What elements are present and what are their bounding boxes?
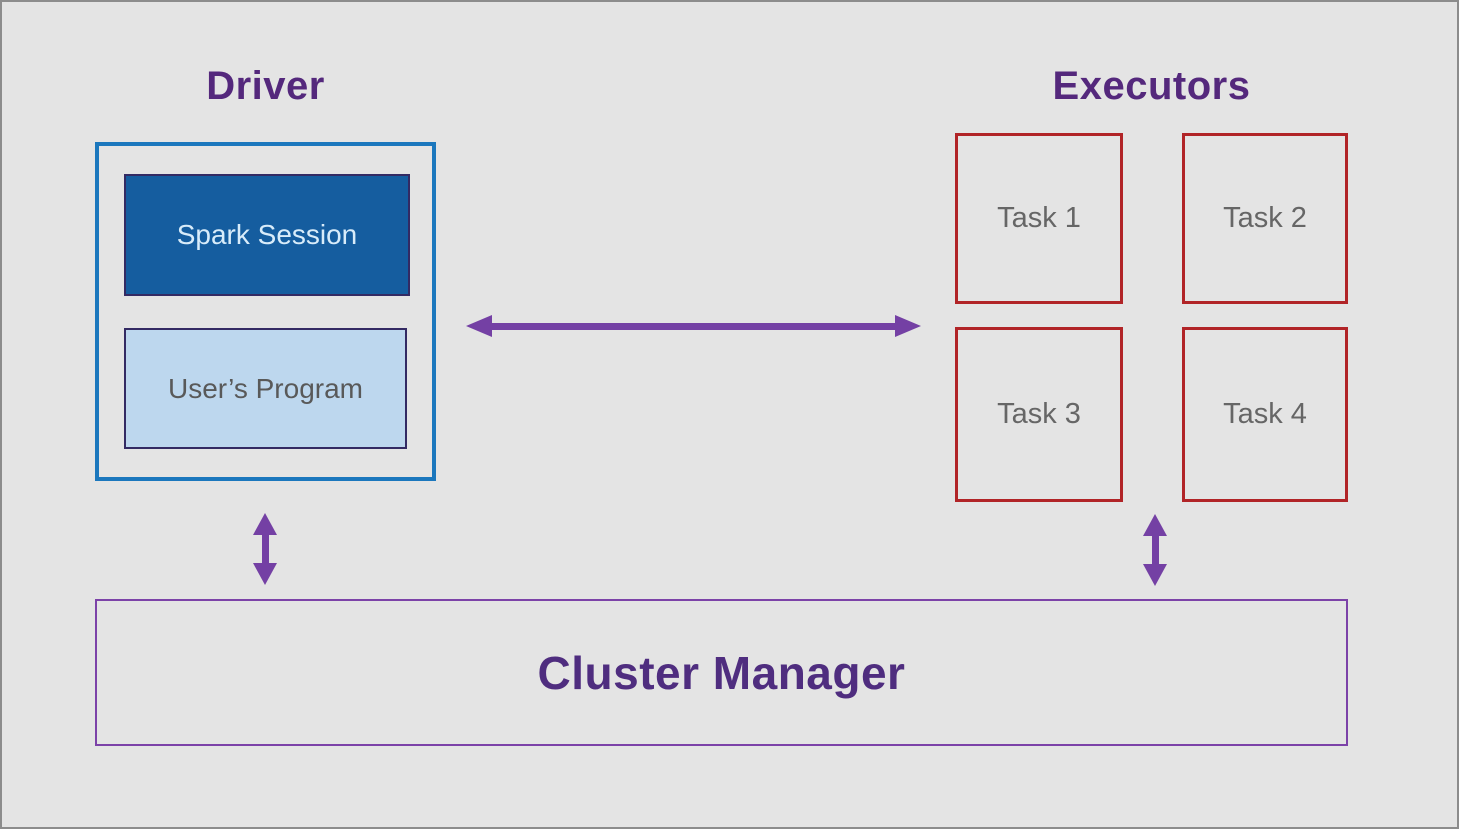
arrow-up-head-icon <box>1143 514 1167 536</box>
arrow-shaft <box>1151 536 1159 564</box>
arrow-left-head-icon <box>466 315 492 337</box>
executors-heading: Executors <box>1052 64 1251 108</box>
task-4-box: Task 4 <box>1182 327 1348 502</box>
spark-session-box: Spark Session <box>124 174 410 296</box>
arrow-shaft <box>261 535 269 563</box>
arrow-up-head-icon <box>253 513 277 535</box>
executors-cluster-double-arrow <box>1143 514 1167 586</box>
arrow-down-head-icon <box>1143 564 1167 586</box>
task-1-label: Task 1 <box>997 202 1081 234</box>
cluster-manager-label: Cluster Manager <box>537 646 906 699</box>
task-1-box: Task 1 <box>955 133 1123 304</box>
driver-cluster-double-arrow <box>253 513 277 585</box>
task-3-box: Task 3 <box>955 327 1123 502</box>
task-2-label: Task 2 <box>1223 202 1307 234</box>
arrow-right-head-icon <box>895 315 921 337</box>
cluster-manager-box: Cluster Manager <box>95 599 1348 746</box>
task-3-label: Task 3 <box>997 398 1081 430</box>
driver-heading: Driver <box>206 64 325 108</box>
users-program-box: User’s Program <box>124 328 407 449</box>
spark-session-label: Spark Session <box>176 219 358 250</box>
arrow-shaft <box>492 322 895 330</box>
driver-executors-double-arrow <box>466 315 921 337</box>
task-2-box: Task 2 <box>1182 133 1348 304</box>
task-4-label: Task 4 <box>1223 398 1307 430</box>
users-program-label: User’s Program <box>167 372 363 404</box>
arrow-down-head-icon <box>253 563 277 585</box>
